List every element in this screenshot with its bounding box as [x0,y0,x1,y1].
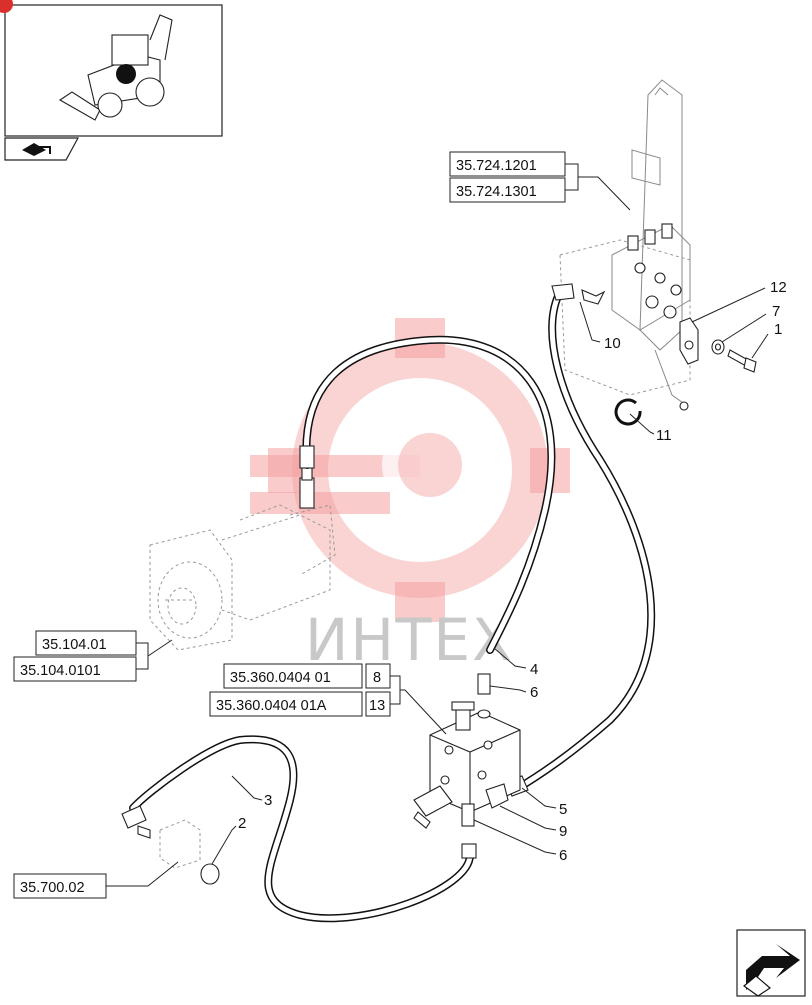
corner-badge-icon [0,0,13,13]
svg-text:4: 4 [530,661,538,678]
svg-text:6: 6 [530,684,538,701]
plug-part [137,819,220,885]
valve-reference-boxes[interactable]: 35.724.1201 35.724.1301 [449,151,631,211]
circlip-part [614,398,642,426]
control-valve [559,79,691,411]
svg-text:7: 7 [772,303,780,320]
callout-7: 7 [721,303,780,343]
elbow-9 [485,783,509,809]
svg-text:35.724.1201: 35.724.1201 [456,158,537,174]
svg-text:2: 2 [238,815,246,832]
callout-6-lower: 6 [473,819,567,864]
svg-text:35.724.1301: 35.724.1301 [456,184,537,200]
svg-text:35.360.0404 01A: 35.360.0404 01A [216,698,327,714]
watermark-text: ИНТЕХ [305,606,514,674]
svg-text:1: 1 [774,321,782,338]
callout-3: 3 [231,775,272,809]
callout-1: 1 [751,321,782,359]
plug-reference-box[interactable]: 35.700.02 [13,861,179,899]
washer-part [711,339,725,355]
adapter-6-upper [477,673,491,695]
hose-4 [299,335,556,654]
callout-9: 9 [499,805,567,840]
next-page-icon[interactable] [736,929,806,997]
callout-6-upper: 6 [489,684,538,701]
block-reference-boxes[interactable]: 35.360.0404 01 8 35.360.0404 01A 13 [209,663,447,735]
callout-11: 11 [629,413,672,444]
svg-text:35.104.01: 35.104.01 [42,637,107,653]
svg-text:35.700.02: 35.700.02 [20,880,85,896]
svg-text:13: 13 [369,698,385,714]
svg-text:8: 8 [373,670,381,686]
adapter-6-lower [461,803,475,827]
callout-2: 2 [211,815,246,865]
prev-page-icon[interactable] [4,137,80,161]
bracket-part [679,317,699,365]
hose-3 [121,735,477,923]
valve-block [413,673,521,829]
callout-5: 5 [521,787,567,818]
bolt-part [727,349,757,373]
svg-text:6: 6 [559,847,567,864]
svg-text:3: 3 [264,792,272,809]
svg-text:12: 12 [770,279,787,296]
callout-12: 12 [691,279,787,323]
svg-text:35.360.0404 01: 35.360.0404 01 [230,670,331,686]
svg-text:9: 9 [559,823,567,840]
svg-text:5: 5 [559,801,567,818]
hose-5 [505,283,656,797]
pump-reference-boxes[interactable]: 35.104.01 35.104.0101 [13,630,173,682]
callout-4: 4 [493,647,538,678]
svg-text:10: 10 [604,335,621,352]
svg-text:11: 11 [656,427,672,444]
hydraulic-pump [149,461,336,651]
machine-thumbnail-icon[interactable] [4,4,223,137]
svg-text:35.104.0101: 35.104.0101 [20,663,101,679]
callout-10: 10 [579,301,621,352]
